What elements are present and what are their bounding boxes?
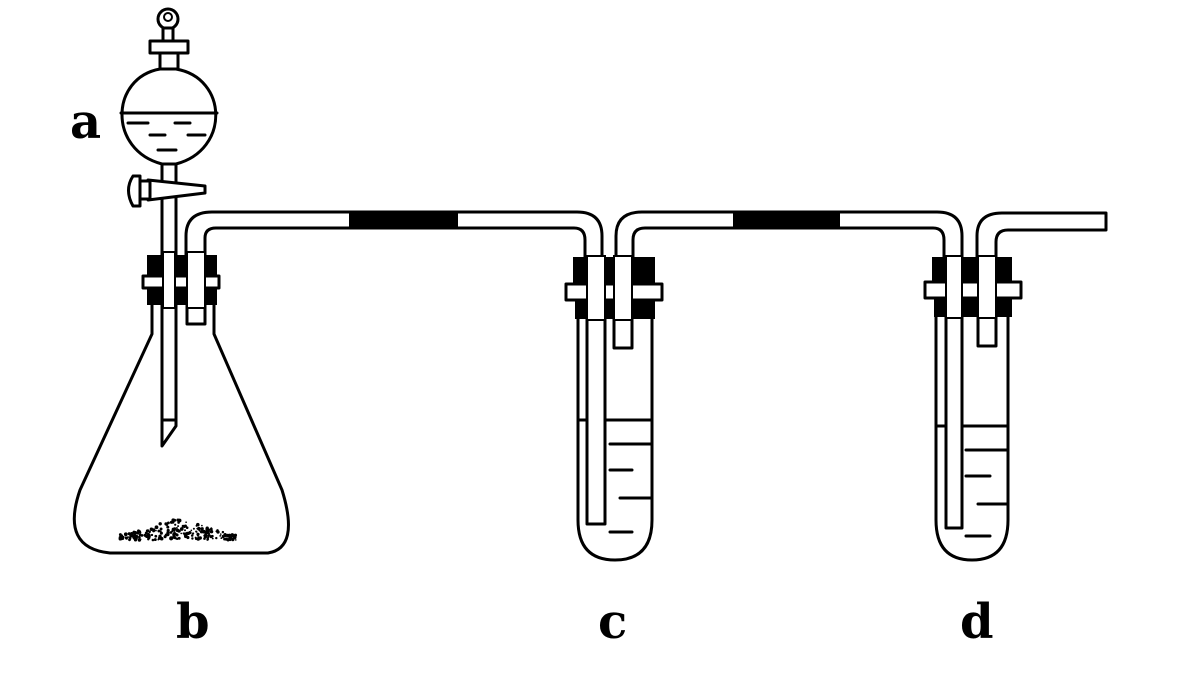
funnel-stopcock bbox=[146, 178, 207, 202]
test-tube-d-stopper-top bbox=[932, 257, 1012, 283]
funnel-stem-inside bbox=[160, 298, 178, 424]
outlet-through-stopper bbox=[186, 251, 206, 309]
tube-b-c-inner bbox=[203, 226, 587, 260]
flask-solid-granules bbox=[118, 518, 238, 542]
label-b: b bbox=[176, 594, 210, 650]
label-d: d bbox=[960, 594, 994, 650]
rubber-connector-b-c bbox=[349, 212, 458, 228]
test-tube-c-inlet bbox=[585, 298, 607, 526]
funnel-neck bbox=[158, 51, 180, 71]
outlet-tube-d bbox=[975, 211, 1108, 260]
rubber-connector-c-d bbox=[733, 212, 840, 228]
funnel-stopper-knob-inner bbox=[163, 12, 173, 22]
tube-d-outlet-through-stopper bbox=[977, 255, 997, 319]
flask-stopper bbox=[141, 251, 221, 309]
stem-through-stopper bbox=[162, 251, 176, 309]
test-tube-d-inlet bbox=[944, 298, 964, 530]
tube-c-inlet-through-stopper bbox=[586, 255, 606, 321]
tube-c-outlet-through-stopper bbox=[613, 255, 633, 321]
tube-d-outlet bbox=[975, 211, 1108, 260]
funnel-stem-tip-inside bbox=[160, 418, 178, 448]
tube-c-d-inner bbox=[631, 226, 946, 260]
connecting-tube-c-d bbox=[614, 210, 964, 260]
funnel-stopcock-handle bbox=[127, 174, 142, 208]
test-tube-d-stopper-rim bbox=[923, 280, 1023, 300]
flask-stopper-rim bbox=[141, 274, 221, 290]
flask-body bbox=[72, 298, 290, 555]
conical-flask bbox=[72, 298, 290, 555]
connecting-tube-b-c bbox=[184, 210, 604, 260]
label-c: c bbox=[598, 594, 627, 650]
funnel-stopper bbox=[148, 39, 190, 55]
test-tube-c bbox=[564, 255, 664, 562]
test-tube-d bbox=[923, 255, 1023, 562]
tube-d-inlet-through-stopper bbox=[945, 255, 963, 319]
label-a: a bbox=[70, 94, 101, 150]
